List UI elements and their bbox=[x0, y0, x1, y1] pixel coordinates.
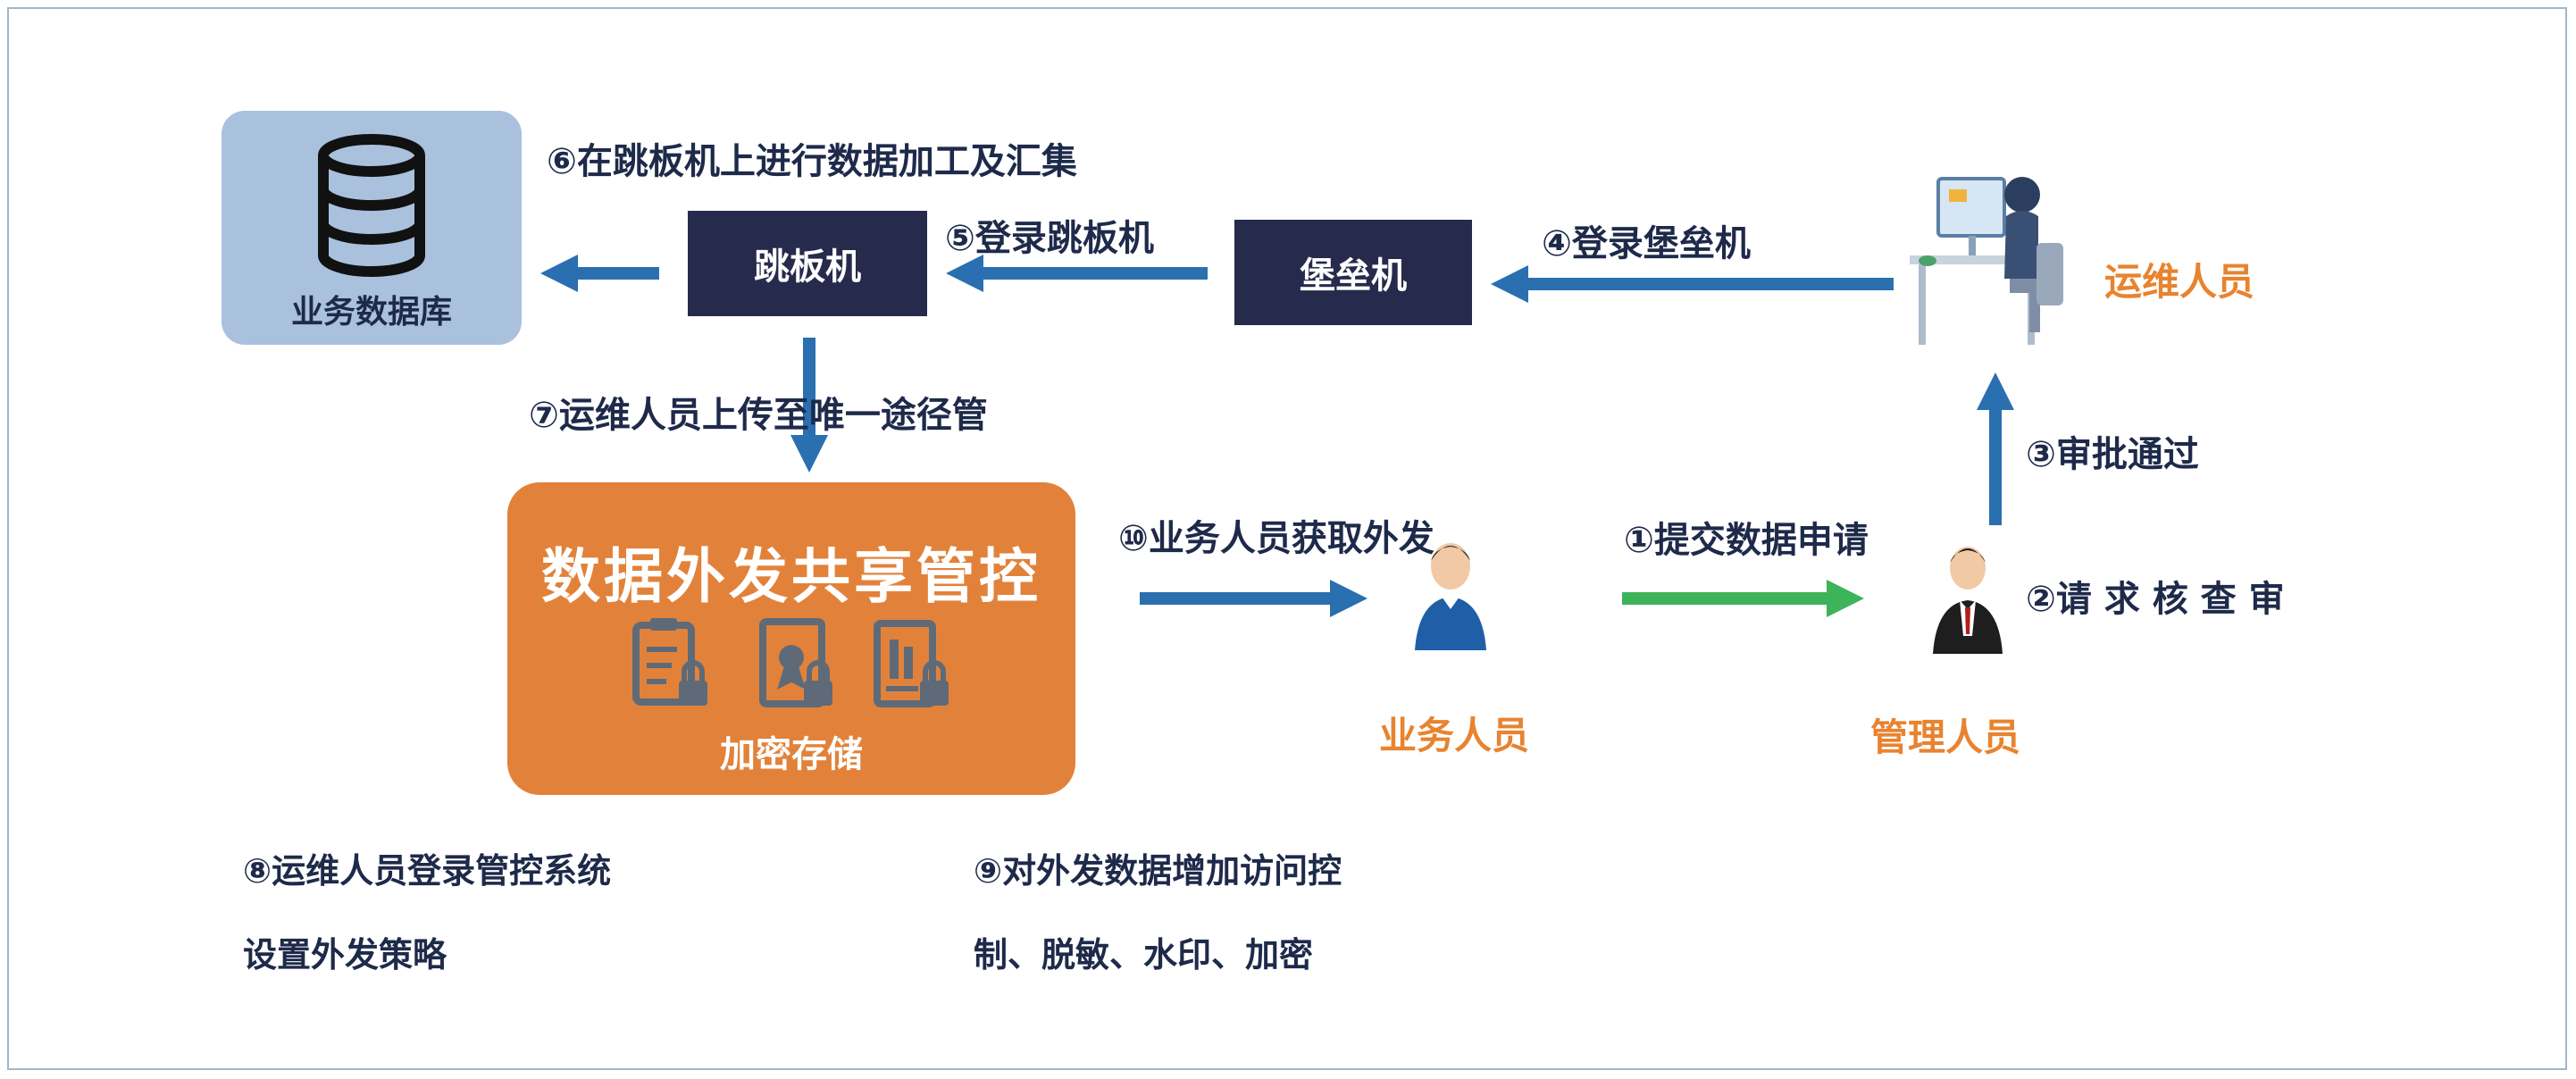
manager-role-label: 管理人员 bbox=[1870, 715, 2021, 759]
step-10-label: ⑩业务人员获取外发 bbox=[1118, 518, 1434, 559]
step-6-label: ⑥在跳板机上进行数据加工及汇集 bbox=[547, 141, 1077, 182]
bastion-host-node: 堡垒机 bbox=[1234, 220, 1472, 325]
business-database-node: 业务数据库 bbox=[222, 111, 522, 345]
data-sharing-control-node: 数据外发共享管控 加密存储 bbox=[507, 482, 1075, 795]
step-8-label-line1: ⑧运维人员登录管控系统 bbox=[243, 851, 612, 891]
step-9-label-line2: 制、脱敏、水印、加密 bbox=[974, 935, 1314, 974]
encrypted-files-icons bbox=[632, 618, 949, 707]
database-icon bbox=[318, 134, 425, 277]
core-subtitle: 加密存储 bbox=[720, 734, 863, 775]
bastion-host-label: 堡垒机 bbox=[1300, 255, 1407, 297]
core-title: 数据外发共享管控 bbox=[541, 542, 1041, 611]
step-1-label: ①提交数据申请 bbox=[1624, 520, 1869, 561]
step-9-label-line1: ⑨对外发数据增加访问控 bbox=[974, 851, 1342, 891]
business-person-icon bbox=[1415, 543, 1486, 650]
file-lock-icon bbox=[874, 620, 949, 707]
manager-person-icon bbox=[1933, 547, 2003, 654]
jump-host-label: 跳板机 bbox=[754, 247, 861, 288]
document-lock-icon bbox=[632, 618, 707, 706]
step-2-label: ②请 求 核 查 审 bbox=[2026, 579, 2285, 620]
step-3-label: ③审批通过 bbox=[2026, 434, 2199, 475]
step-8-label-line2: 设置外发策略 bbox=[243, 935, 447, 974]
ops-person-workstation-icon bbox=[1910, 177, 2063, 345]
certificate-lock-icon bbox=[759, 618, 832, 707]
business-database-label: 业务数据库 bbox=[290, 294, 452, 330]
business-role-label: 业务人员 bbox=[1379, 714, 1530, 757]
jump-host-node: 跳板机 bbox=[688, 211, 927, 316]
step-5-label: ⑤登录跳板机 bbox=[945, 218, 1154, 259]
ops-role-label: 运维人员 bbox=[2104, 260, 2255, 304]
step-7-label: ⑦运维人员上传至唯一途径管 bbox=[529, 395, 988, 436]
step-4-label: ④登录堡垒机 bbox=[1542, 223, 1751, 264]
